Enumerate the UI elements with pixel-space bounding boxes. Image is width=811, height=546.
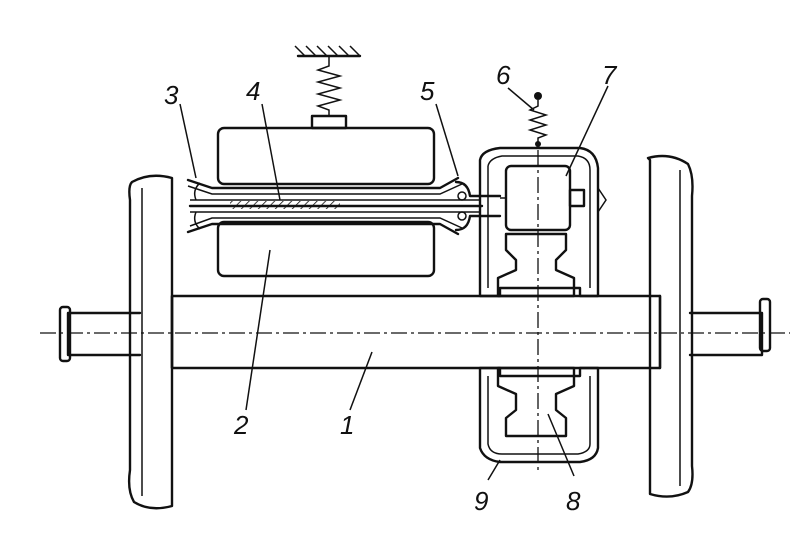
label-8: 8 — [566, 486, 581, 516]
suspension-spring — [294, 45, 362, 116]
upper-magnet-core — [216, 114, 436, 186]
label-9: 9 — [474, 486, 488, 516]
reaction-spring-6 — [527, 92, 549, 148]
gear-8 — [496, 232, 576, 438]
label-5: 5 — [420, 76, 435, 106]
axle — [170, 294, 662, 370]
label-1: 1 — [340, 410, 354, 440]
label-7: 7 — [602, 60, 618, 90]
label-2: 2 — [233, 410, 249, 440]
pinion-7 — [500, 164, 586, 232]
left-wheel — [127, 174, 174, 510]
coupling-5 — [454, 180, 502, 232]
lower-magnet-core — [216, 220, 436, 278]
right-wheel — [646, 154, 694, 498]
left-journal — [58, 305, 142, 363]
secondary-element — [186, 176, 484, 236]
label-6: 6 — [496, 60, 511, 90]
right-journal — [688, 297, 772, 357]
gearbox-housing — [478, 146, 607, 464]
leader-lines — [179, 85, 609, 481]
label-3: 3 — [164, 80, 179, 110]
label-4: 4 — [246, 76, 260, 106]
